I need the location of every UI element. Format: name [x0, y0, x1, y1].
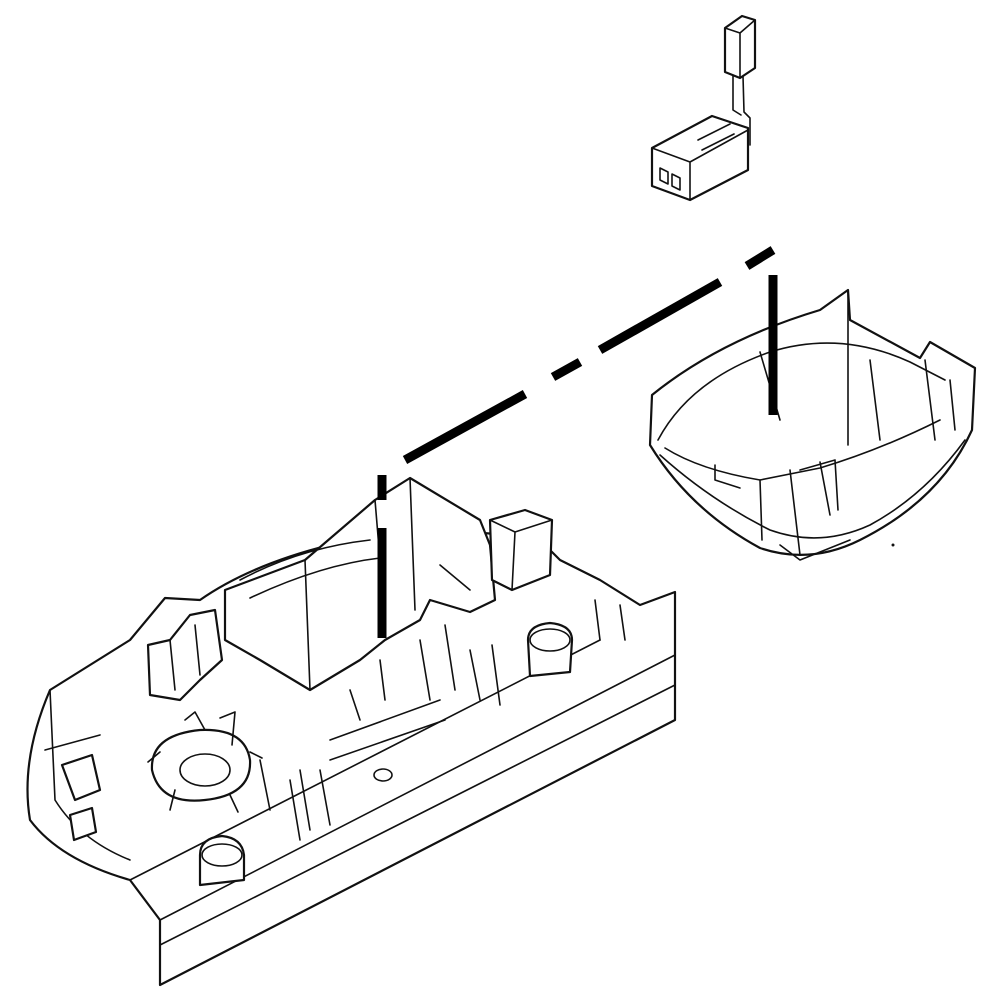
- guide-dash-2: [597, 278, 723, 354]
- guide-dash-4: [402, 390, 528, 464]
- lower-hub: [198, 834, 246, 887]
- right-hub: [526, 621, 574, 678]
- guide-dash-3: [550, 358, 583, 381]
- control-housing-part: [26, 476, 677, 987]
- speck: [891, 543, 895, 547]
- switch-sensor-part: [650, 14, 757, 202]
- hub-gear: [147, 711, 263, 813]
- guide-dash-1: [744, 246, 776, 270]
- guide-lines: [377, 246, 778, 638]
- dispenser-cup-part: [648, 288, 977, 561]
